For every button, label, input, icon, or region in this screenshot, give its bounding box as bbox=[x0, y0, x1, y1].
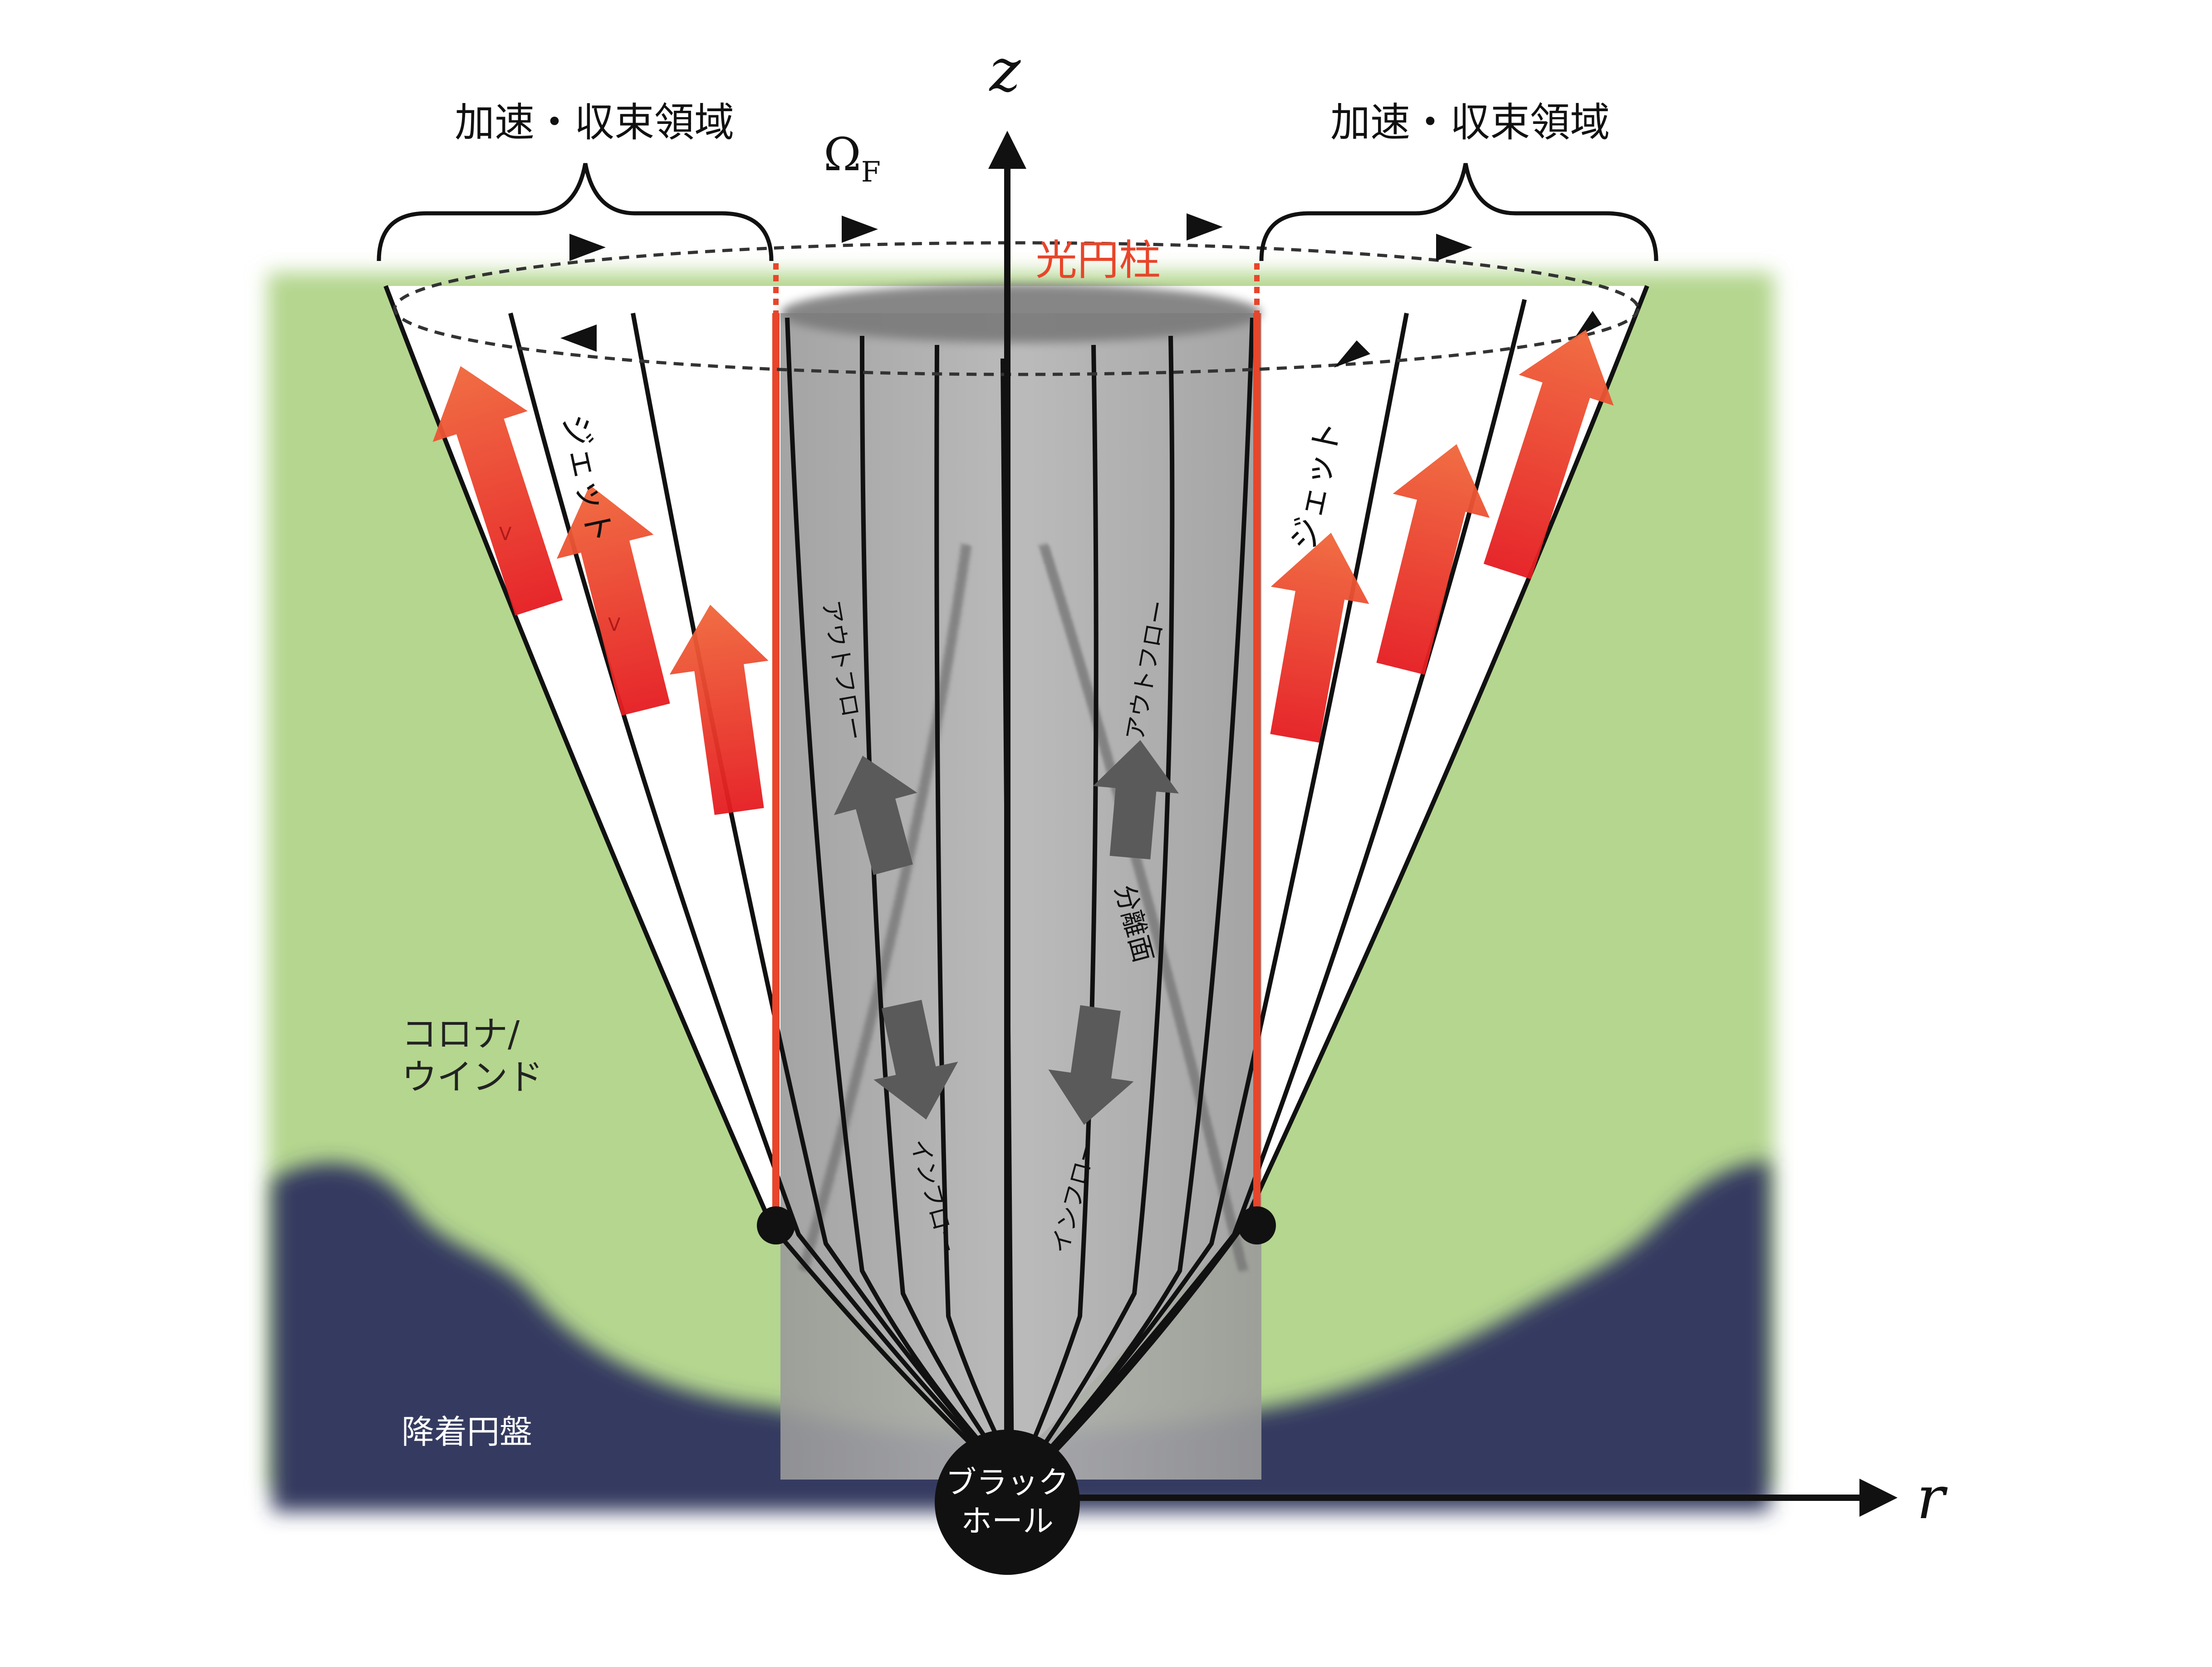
brace-right bbox=[1259, 163, 1658, 261]
inflow-arrow-right bbox=[1048, 1005, 1134, 1125]
brace-left bbox=[377, 163, 774, 261]
black-hole-label-line1: ブラック bbox=[946, 1465, 1069, 1501]
rotation-arrows bbox=[560, 213, 1602, 368]
corona-label-line1: コロナ/ bbox=[402, 1014, 520, 1055]
accel-region-label-right: 加速・収束領域 bbox=[1330, 99, 1610, 146]
small-v-mark-2: V bbox=[608, 615, 621, 635]
outflow-arrow-right bbox=[1093, 740, 1179, 860]
omega-label: ΩF bbox=[824, 128, 881, 188]
small-v-mark-1: V bbox=[499, 524, 512, 545]
jet-arrow-left-2 bbox=[556, 485, 670, 716]
corona-label-line2: ウインド bbox=[402, 1057, 543, 1098]
z-axis-label: z bbox=[989, 36, 1021, 105]
separation-surface bbox=[798, 543, 1248, 1273]
black-hole: ブラック ホール bbox=[935, 1430, 1080, 1575]
jet-arrow-right-3 bbox=[1483, 329, 1614, 580]
jet-arrow-right-1 bbox=[1270, 532, 1369, 743]
rotation-ellipse bbox=[393, 241, 1640, 376]
footpoint-right bbox=[1238, 1206, 1276, 1244]
r-axis-label: r bbox=[1917, 1463, 1948, 1532]
jet-arrow-left-1 bbox=[432, 366, 563, 616]
disk-label: 降着円盤 bbox=[402, 1413, 532, 1451]
jet-arrow-right-2 bbox=[1376, 444, 1490, 675]
jet-arrow-left-3 bbox=[669, 605, 769, 815]
black-hole-label-line2: ホール bbox=[961, 1504, 1054, 1539]
inflow-arrow-left bbox=[873, 1000, 958, 1120]
outflow-arrow-left bbox=[834, 756, 917, 875]
footpoint-left bbox=[757, 1206, 795, 1244]
light-cylinder-label: 光円柱 bbox=[1035, 236, 1161, 285]
accel-region-label-left: 加速・収束領域 bbox=[455, 99, 734, 146]
light-cylinder-boundary bbox=[772, 263, 1260, 1221]
